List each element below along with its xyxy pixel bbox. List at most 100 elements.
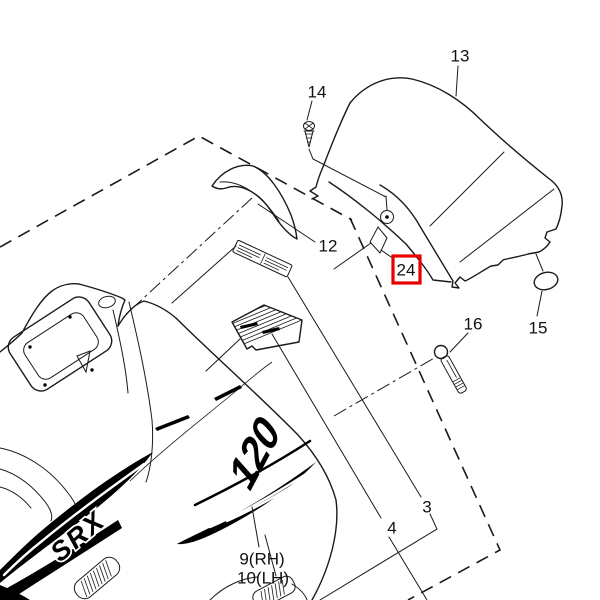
screw-shank xyxy=(303,130,315,148)
left-swoosh-lower-band xyxy=(0,520,122,600)
right-swoosh-thin-accent xyxy=(193,439,312,507)
diamond-marker-outline xyxy=(369,226,388,254)
callout-24-highlighted[interactable]: 24 xyxy=(397,261,416,280)
reference-plane xyxy=(0,135,502,600)
latch-pin-body xyxy=(440,355,467,394)
windshield-bottom-edge xyxy=(328,181,452,283)
hood-bottom-edge-right xyxy=(291,583,308,600)
washer-leader-lower xyxy=(536,290,543,317)
right-swoosh-white-stripe-1 xyxy=(208,472,308,529)
left-swoosh-corner-fill xyxy=(0,585,30,600)
pinstripe-curve xyxy=(129,361,273,482)
headlight-inner-opening xyxy=(23,312,99,380)
vent-grille-bar-2 xyxy=(262,327,280,334)
callout-3: 3 xyxy=(422,498,431,517)
grommet-stub-line xyxy=(385,195,388,211)
decal-120-number: 120 xyxy=(220,408,289,498)
windshield-mount-grommet-center xyxy=(385,215,389,219)
left-swoosh-white-stripe xyxy=(2,462,146,577)
headlight-screw-dot-2 xyxy=(68,315,72,319)
strip-mount-line xyxy=(171,245,237,304)
callout-12: 12 xyxy=(319,237,338,256)
washer-leader-upper xyxy=(535,253,544,272)
latch-pin-shaft xyxy=(440,355,467,394)
warning-label-text-lines xyxy=(236,244,289,271)
hatched-label-left xyxy=(73,556,121,600)
headlight-screw-dot-1 xyxy=(28,345,32,349)
console-hole xyxy=(98,295,116,309)
leader-3-lower xyxy=(319,513,438,600)
callout-10lh: 10(LH) xyxy=(237,569,289,588)
diamond-marker-part xyxy=(333,226,395,270)
callout-13: 13 xyxy=(451,47,470,66)
windshield-outline xyxy=(349,77,563,289)
callout-9rh: 9(RH) xyxy=(239,550,284,569)
reference-plane-top-edge xyxy=(0,135,353,248)
windshield-mount-grommet xyxy=(380,210,394,224)
leader-12 xyxy=(257,203,316,243)
hood-bottom-edge-left xyxy=(209,576,259,600)
vent-grille xyxy=(231,304,303,351)
hood-assembly xyxy=(0,283,338,600)
right-swoosh-white-stripe-2 xyxy=(225,481,299,523)
pinstripe-segment-2 xyxy=(155,415,190,431)
vent-grille-bar-1 xyxy=(240,322,258,329)
deflector-part xyxy=(211,164,298,240)
leader-14-bent xyxy=(308,148,387,198)
callout-14: 14 xyxy=(308,83,327,102)
leader-lines xyxy=(122,65,469,600)
hatched-label-left-border xyxy=(73,556,121,600)
headlight-screw-dot-4 xyxy=(43,383,47,387)
headlight-opening xyxy=(7,296,113,392)
screw-head-slot xyxy=(304,122,314,130)
windshield-shade-line-1 xyxy=(429,151,505,227)
leader-16 xyxy=(449,332,469,353)
hood-crease-line xyxy=(128,301,154,483)
front-bumper-arc-3 xyxy=(0,486,32,509)
warning-label-strip xyxy=(232,239,293,278)
latch-pin-inner-line xyxy=(446,359,457,378)
leader-4-upper xyxy=(271,333,382,519)
hood-right-silhouette xyxy=(176,318,338,600)
washer-part xyxy=(533,253,559,317)
hatched-label-center-hatch xyxy=(260,579,285,600)
hood-console-bump xyxy=(117,300,178,327)
callout-4: 4 xyxy=(387,519,396,538)
callout-15: 15 xyxy=(529,319,548,338)
deflector-mount-axis xyxy=(122,197,253,318)
leader-14 xyxy=(306,100,313,121)
highlight-box-24[interactable] xyxy=(391,254,422,285)
callout-labels: 13 14 12 24 15 16 3 4 9(RH) 10(LH) xyxy=(237,47,547,588)
vent-grille-outline xyxy=(231,304,303,351)
warning-label-border xyxy=(232,239,293,278)
windshield-shade-line-2 xyxy=(459,188,555,263)
reference-plane-right-edge xyxy=(349,217,502,600)
latch-pin-part xyxy=(333,344,467,417)
leader-center-label xyxy=(264,534,277,577)
callout-16: 16 xyxy=(464,315,483,334)
leader-3-upper xyxy=(287,276,422,498)
leader-4-lower xyxy=(388,536,428,600)
headlight-screw-dot-3 xyxy=(90,368,94,372)
deflector-outline xyxy=(211,164,298,240)
hatched-label-left-hatch xyxy=(80,560,112,598)
screw-part xyxy=(303,121,315,148)
windshield-part xyxy=(309,77,563,289)
grille-mount-line xyxy=(205,338,241,372)
latch-pin-axis-line xyxy=(333,356,437,417)
warning-label-divider xyxy=(260,253,266,264)
pinstripe-segment-1 xyxy=(214,385,242,401)
screw-threads xyxy=(305,133,313,143)
front-bumper-arc-1 xyxy=(0,447,79,518)
windshield-left-pillar xyxy=(309,102,351,200)
leader-13 xyxy=(455,65,459,97)
front-bumper-arc-2 xyxy=(0,468,53,522)
diamond-marker-mount-line xyxy=(333,242,372,270)
headlight-corner-crease xyxy=(76,350,91,374)
hood-crease-line-2 xyxy=(112,309,129,394)
washer-ellipse xyxy=(533,271,559,291)
latch-pin-hatch xyxy=(452,377,465,390)
headlight-outer-frame xyxy=(7,296,113,392)
